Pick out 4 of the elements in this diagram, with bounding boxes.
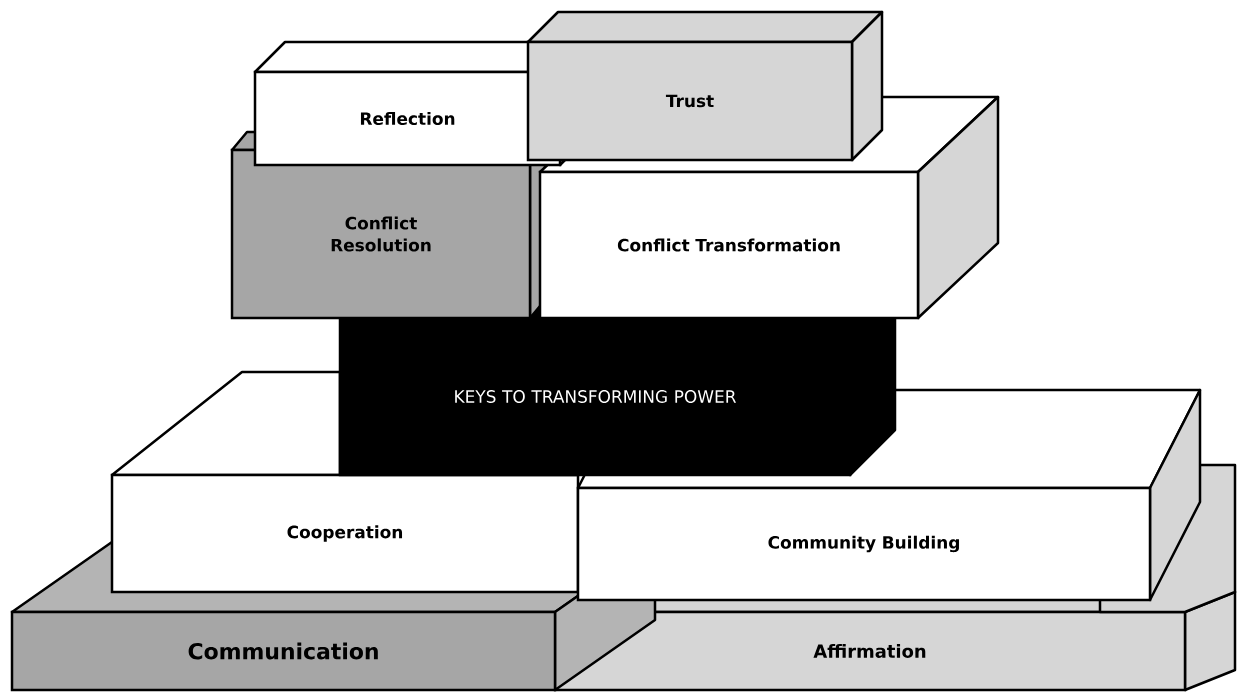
- block: KEYS TO TRANSFORMING POWER: [338, 271, 897, 477]
- block: Conflict Resolution: [230, 130, 547, 320]
- node-label: Communication: [188, 642, 378, 660]
- block: Trust: [526, 10, 884, 162]
